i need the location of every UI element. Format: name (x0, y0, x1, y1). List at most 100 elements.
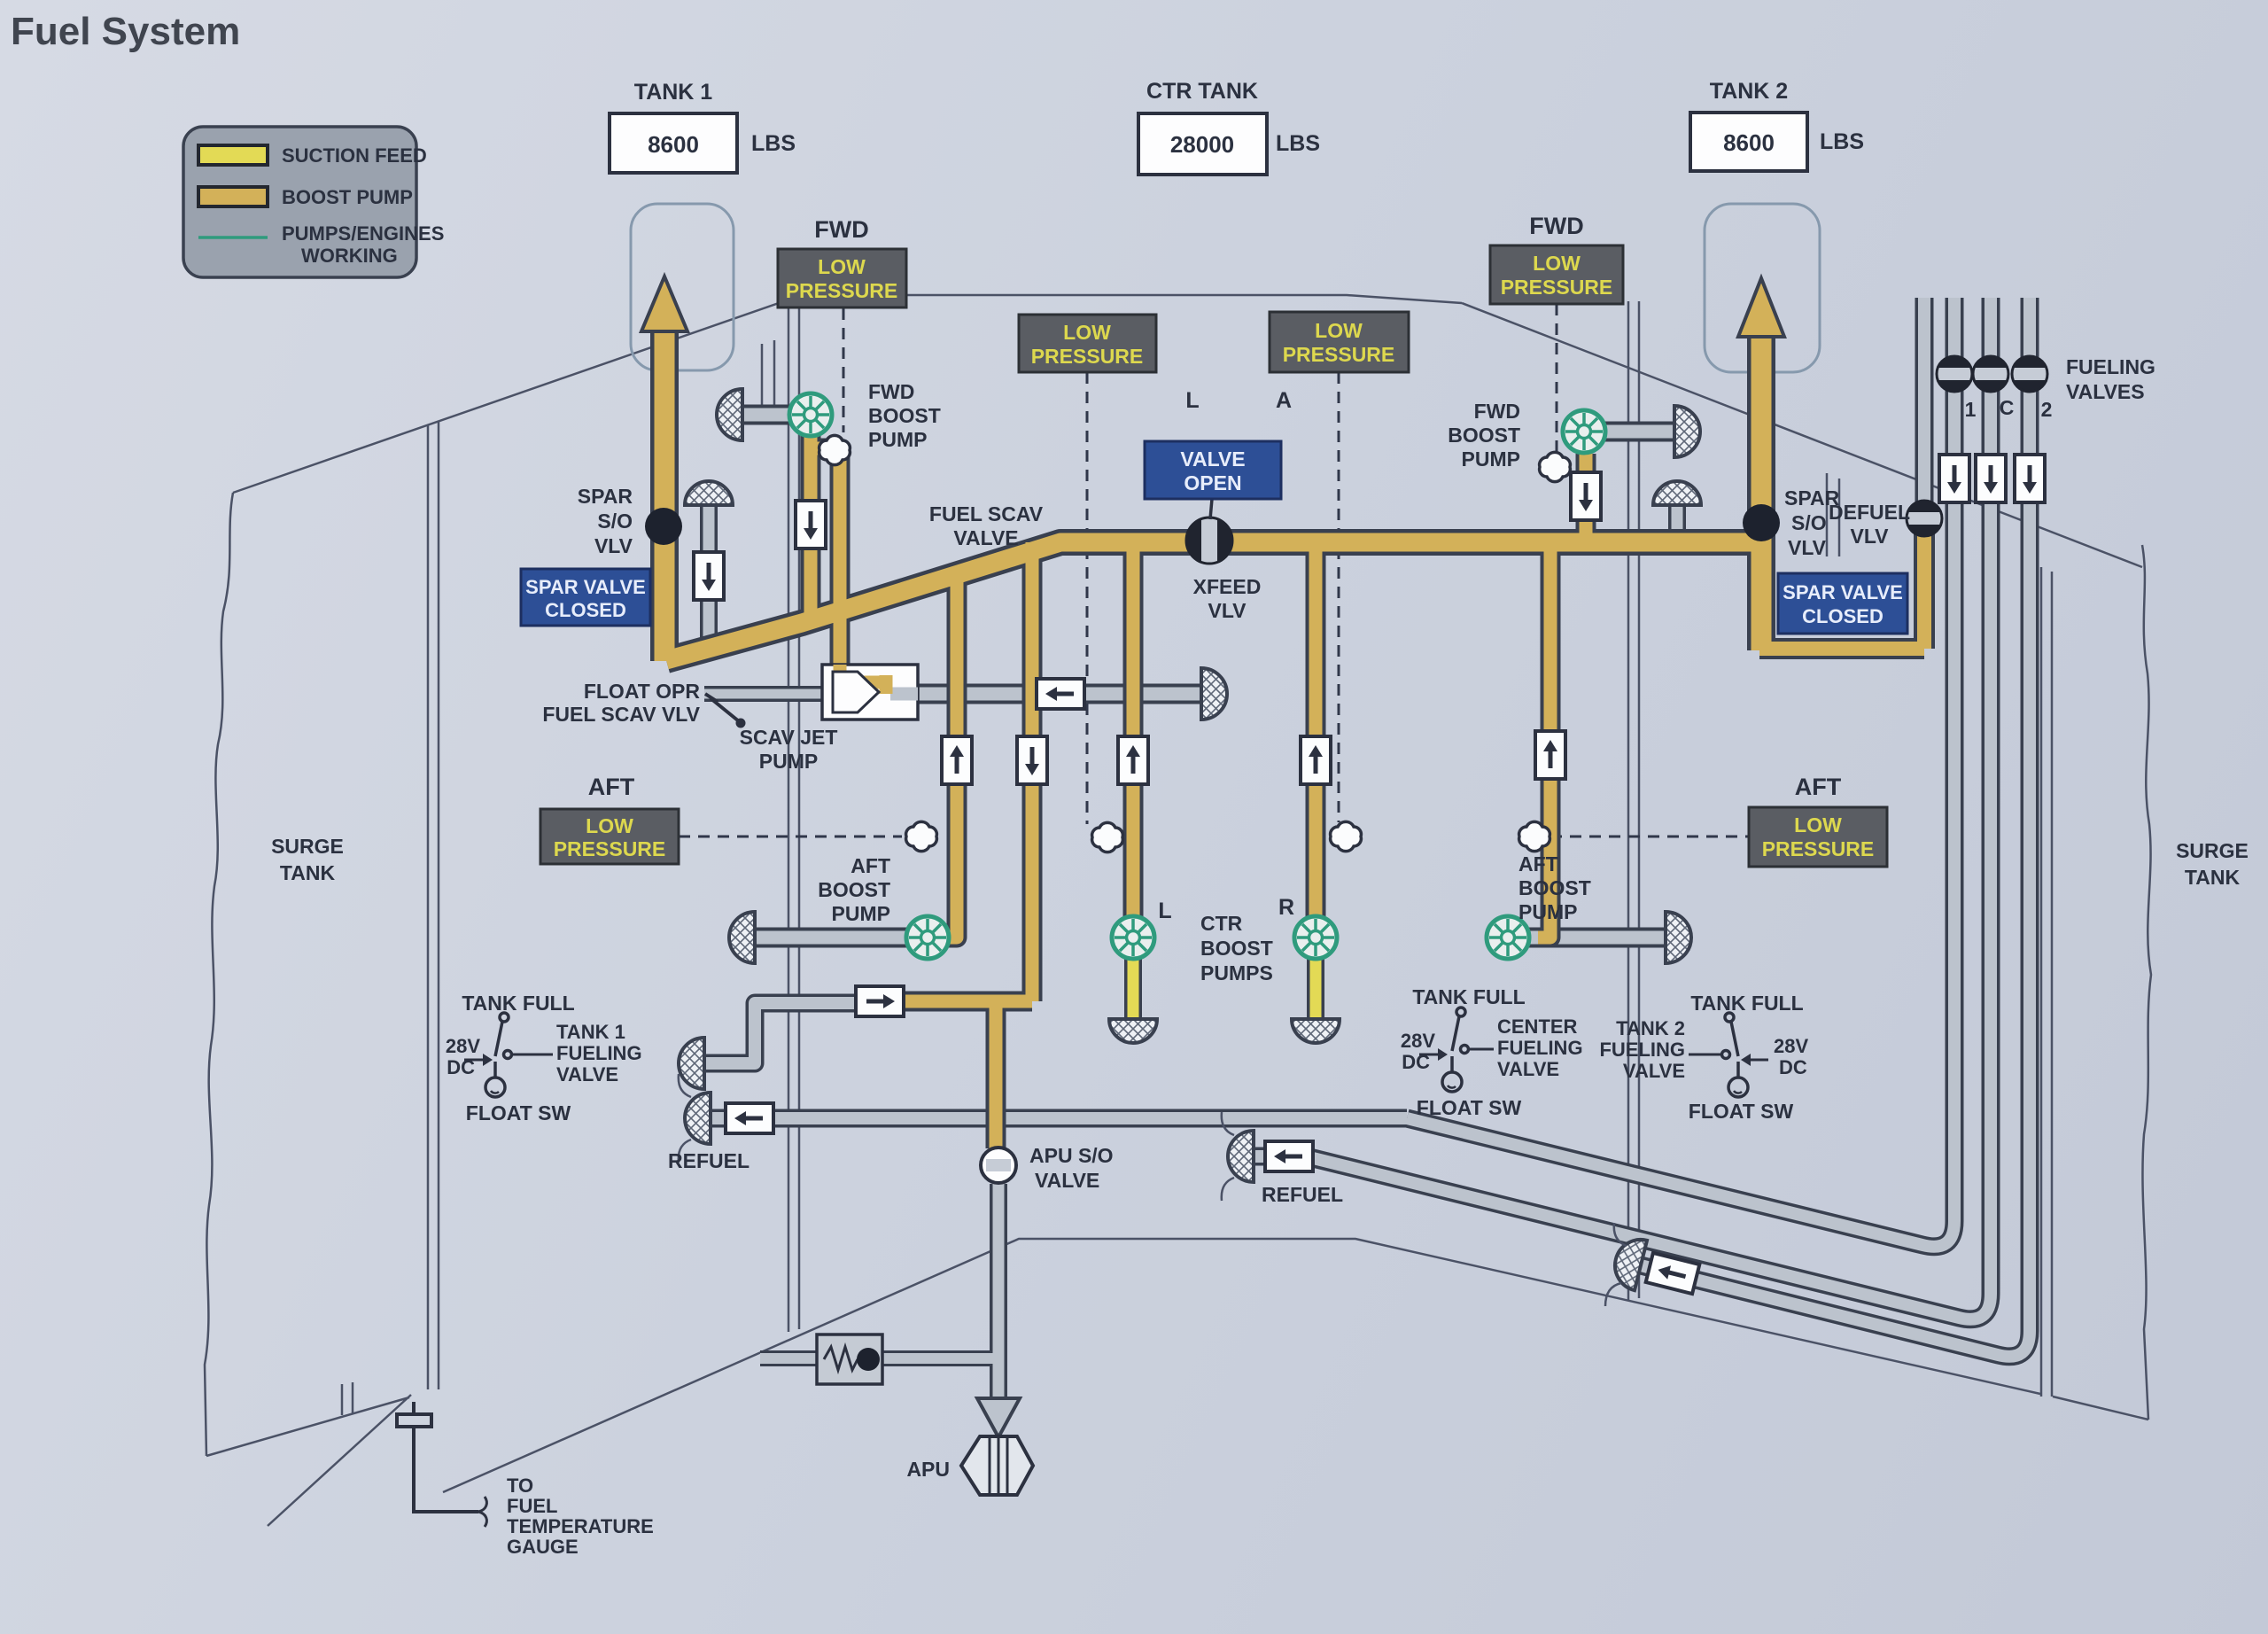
label-line: FUELING (2066, 355, 2155, 378)
tank1-qty-box (608, 112, 739, 175)
spar-valve-closed-right-box: SPAR VALVE CLOSED (1776, 572, 1909, 635)
ctr-r-boost-pump (1294, 916, 1337, 959)
tank2-refuel-inlet-bell (1607, 1232, 1650, 1293)
lp-box-fwd-right: LOW PRESSURE (1488, 244, 1625, 306)
equipment (395, 354, 2049, 1528)
t1v-line: VALVE (556, 1063, 618, 1085)
tank2-dc: DC (1779, 1056, 1807, 1078)
label-line: BOOST (1518, 876, 1591, 899)
right-surge-rib (2039, 567, 2054, 1397)
center-tank-top (802, 293, 1463, 305)
float-opr-label: FLOAT OPR FUEL SCAV VLV (542, 680, 700, 726)
left-engine-feed-arrow (638, 271, 691, 333)
label-line: PUMP (759, 750, 818, 773)
scav-jet-pump (820, 663, 920, 721)
lp-text: LOW (1063, 321, 1111, 344)
fwd-left-pump-inlet-bell (715, 387, 744, 442)
fueling-valves-label: FUELING VALVES (2066, 355, 2155, 403)
check-valve-apu-feed (1017, 736, 1047, 784)
tank1-float-switch (464, 1011, 553, 1099)
check-valve-ctr-l-riser (1118, 736, 1148, 784)
lp-text: LOW (1315, 319, 1363, 342)
right-surge-bottom (2052, 1395, 2149, 1421)
check-valve-fwd-left-discharge (796, 501, 826, 549)
float-opr-scav-valve (703, 692, 746, 728)
left-surge-torn-edge (203, 492, 235, 1457)
cv-line: CENTER (1497, 1015, 1578, 1038)
label-line: VALVE (1035, 1169, 1099, 1192)
ctr-l-pressure-switch (1090, 821, 1125, 854)
fwd-left-pressure-switch (817, 433, 852, 467)
legend-boost-label: BOOST PUMP (282, 186, 413, 208)
check-valve-fueling-2 (2015, 455, 2045, 502)
fueling-valve-2-id: 2 (2041, 398, 2053, 421)
t2v-line: TANK 2 (1616, 1017, 1685, 1039)
left-surge-rib (426, 421, 440, 1389)
label-line: FUEL SCAV VLV (542, 703, 700, 726)
tank-bottom-edges (442, 1237, 2041, 1494)
check-valve-fueling-c (1976, 455, 2006, 502)
valve-open-box: VALVE OPEN (1143, 440, 1283, 520)
center-tank-full: TANK FULL (1412, 985, 1525, 1008)
tank1-rib (787, 297, 801, 1332)
label-line: PUMP (1462, 447, 1520, 471)
tank1-dc: DC (447, 1056, 475, 1078)
ctr-unit: LBS (1276, 131, 1320, 156)
ctr-l-boost-pump (1112, 916, 1154, 959)
surge-tank-left-label: SURGE TANK (271, 835, 344, 884)
tank1-unit: LBS (751, 131, 796, 156)
ctr-tank-quantity: CTR TANK 28000 LBS (1137, 79, 1320, 176)
label-line: DEFUEL (1829, 501, 1910, 524)
ctr-qty: 28000 (1170, 131, 1234, 158)
page-title: Fuel System (11, 10, 240, 53)
tank1-tank-full: TANK FULL (462, 992, 574, 1015)
label-line: SPAR (1784, 486, 1840, 510)
tank2-float-sw: FLOAT SW (1689, 1100, 1794, 1123)
aft-left-boost-pump (906, 916, 949, 959)
label-line: FWD (868, 380, 914, 403)
label-line: TANK (2185, 866, 2241, 889)
label-line: SCAV JET (740, 726, 838, 749)
t1v-line: TANK 1 (556, 1021, 625, 1043)
legend-working-label1: PUMPS/ENGINES (282, 222, 444, 245)
lp-text: LOW (586, 814, 633, 837)
label-line: XFEED (1193, 575, 1262, 598)
spar-closed-text: CLOSED (1802, 605, 1884, 627)
fueling-valve-1 (1935, 354, 1974, 393)
scav-line-outlet-bell (1200, 666, 1229, 721)
label-line: VLV (1850, 525, 1889, 548)
center-dc: DC (1402, 1051, 1430, 1073)
tank1-fueling-inlet-bell (677, 1036, 706, 1091)
refuel-right-label: REFUEL (1262, 1183, 1343, 1206)
apu-so-valve-label: APU S/O VALVE (1029, 1144, 1114, 1192)
lp-text: PRESSURE (1031, 345, 1144, 368)
label-line: BOOST (1448, 424, 1520, 447)
lp-text: PRESSURE (786, 279, 898, 302)
tank2-name: TANK 2 (1710, 79, 1788, 104)
center-float-switch (1419, 1006, 1494, 1093)
defuel-valve (1905, 499, 1944, 538)
fwd-right-pressure-switch (1537, 450, 1573, 484)
aft-boost-pump-right-label: AFT BOOST PUMP (1518, 852, 1591, 923)
gray-pipes (700, 298, 2039, 1402)
engine-strut-lines (760, 340, 1841, 556)
label-line: APU S/O (1029, 1144, 1114, 1167)
check-valve-scav-line (1037, 679, 1084, 709)
suction-feed-swatch (197, 144, 269, 167)
label-line: SPAR (578, 485, 633, 508)
lp-a-letter: A (1276, 388, 1292, 413)
t1v-line: FUELING (556, 1042, 642, 1064)
fueling-valve-2 (2010, 354, 2049, 393)
spar-shutoff-valve-right (1743, 504, 1780, 541)
tank1-qty: 8600 (648, 131, 699, 158)
label-line: PUMP (1518, 900, 1577, 923)
refuel-left-label: REFUEL (668, 1149, 750, 1172)
center-28v: 28V (1401, 1030, 1435, 1052)
label-line: FUEL (507, 1495, 557, 1517)
check-valve-left-bypass (694, 552, 724, 600)
ctr-l-letter: L (1158, 899, 1171, 923)
spar-closed-text: SPAR VALVE (1783, 581, 1903, 603)
tank1-quantity: TANK 1 8600 LBS (608, 80, 796, 175)
status-boxes: LOW PRESSURE LOW PRESSURE LOW PRESSURE L… (519, 244, 1909, 868)
